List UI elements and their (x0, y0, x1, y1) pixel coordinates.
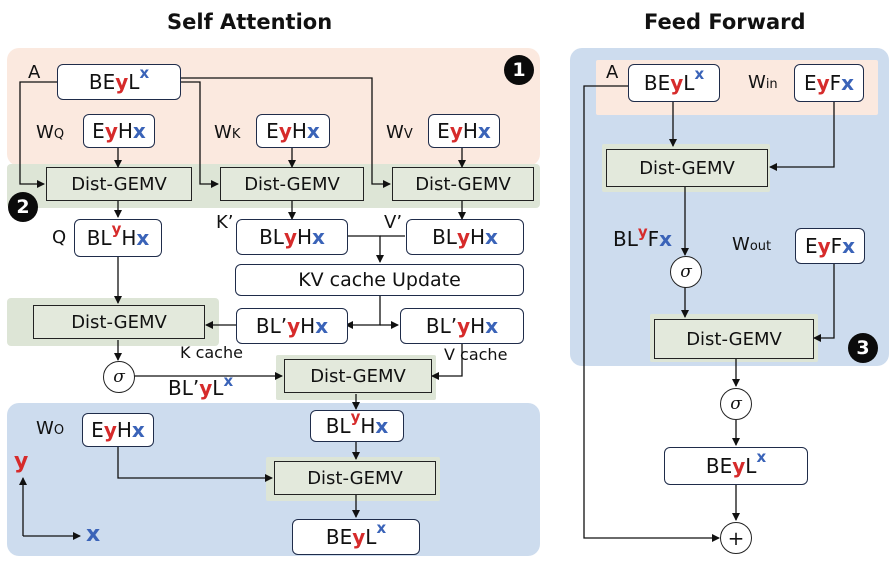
ffn-gemv-in: Dist-GEMV (606, 149, 768, 187)
label-v-prime: V’ (384, 212, 403, 233)
feed-forward-title: Feed Forward (644, 10, 806, 34)
label-wv: WV (386, 122, 413, 143)
label-wo: WO (36, 418, 65, 439)
score-tensor-label: BL’yLx (168, 372, 234, 400)
label-wout: Wout (732, 234, 772, 255)
label-k-prime: K’ (216, 212, 234, 233)
kv-cache-update-box: KV cache Update (235, 264, 524, 296)
ffn-gemv-out: Dist-GEMV (654, 319, 814, 359)
step-badge-1: 1 (504, 55, 534, 85)
gemv-v: Dist-GEMV (392, 167, 534, 201)
label-q: Q (52, 227, 67, 248)
label-v-cache: V cache (444, 345, 508, 364)
label-wk: WK (214, 122, 241, 143)
gemv-k: Dist-GEMV (220, 167, 364, 201)
ffn-activation-sigma: σ (670, 256, 702, 288)
self-attention-title: Self Attention (167, 10, 333, 34)
label-win: Win (748, 72, 778, 93)
residual-add: + (720, 522, 752, 554)
gemv-attn-output: Dist-GEMV (274, 461, 436, 495)
gemv-q: Dist-GEMV (46, 167, 192, 201)
step-badge-3: 3 (848, 333, 878, 363)
label-wq: WQ (36, 122, 65, 143)
gemv-attn-score: Dist-GEMV (33, 305, 205, 339)
softmax-sigma-attn: σ (103, 361, 135, 393)
gemv-attn-value: Dist-GEMV (284, 359, 432, 393)
label-k-cache: K cache (180, 343, 243, 362)
axis-x-label: x (86, 522, 101, 547)
step-badge-2: 2 (8, 192, 38, 222)
ffn-hidden-blyfx: BLyFx (613, 223, 673, 251)
axis-y-label: y (14, 449, 29, 474)
ffn-output-sigma: σ (720, 388, 752, 420)
label-a: A (28, 62, 41, 83)
ffn-label-a: A (606, 62, 619, 83)
